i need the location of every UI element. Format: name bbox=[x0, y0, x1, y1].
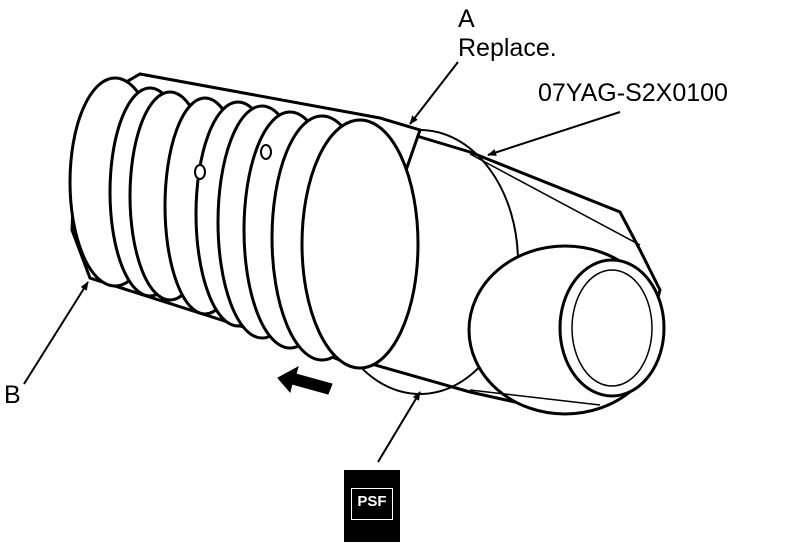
leader-tool bbox=[487, 111, 621, 156]
tool-bore bbox=[558, 258, 666, 398]
callout-b-letter: B bbox=[4, 381, 21, 409]
callout-a-note: Replace. bbox=[458, 34, 557, 62]
leader-a bbox=[409, 61, 459, 125]
psf-badge-text: PSF bbox=[357, 493, 387, 510]
psf-badge-icon: PSF bbox=[344, 470, 400, 542]
leader-b bbox=[23, 281, 89, 385]
direction-arrow-icon bbox=[277, 365, 333, 395]
leader-lines bbox=[23, 61, 621, 463]
leader-psf bbox=[377, 391, 421, 463]
ring-9 bbox=[300, 118, 420, 370]
tool-part-number: 07YAG-S2X0100 bbox=[538, 79, 728, 107]
callout-a-letter: A bbox=[458, 5, 475, 33]
seal-ring-stack bbox=[68, 72, 422, 370]
